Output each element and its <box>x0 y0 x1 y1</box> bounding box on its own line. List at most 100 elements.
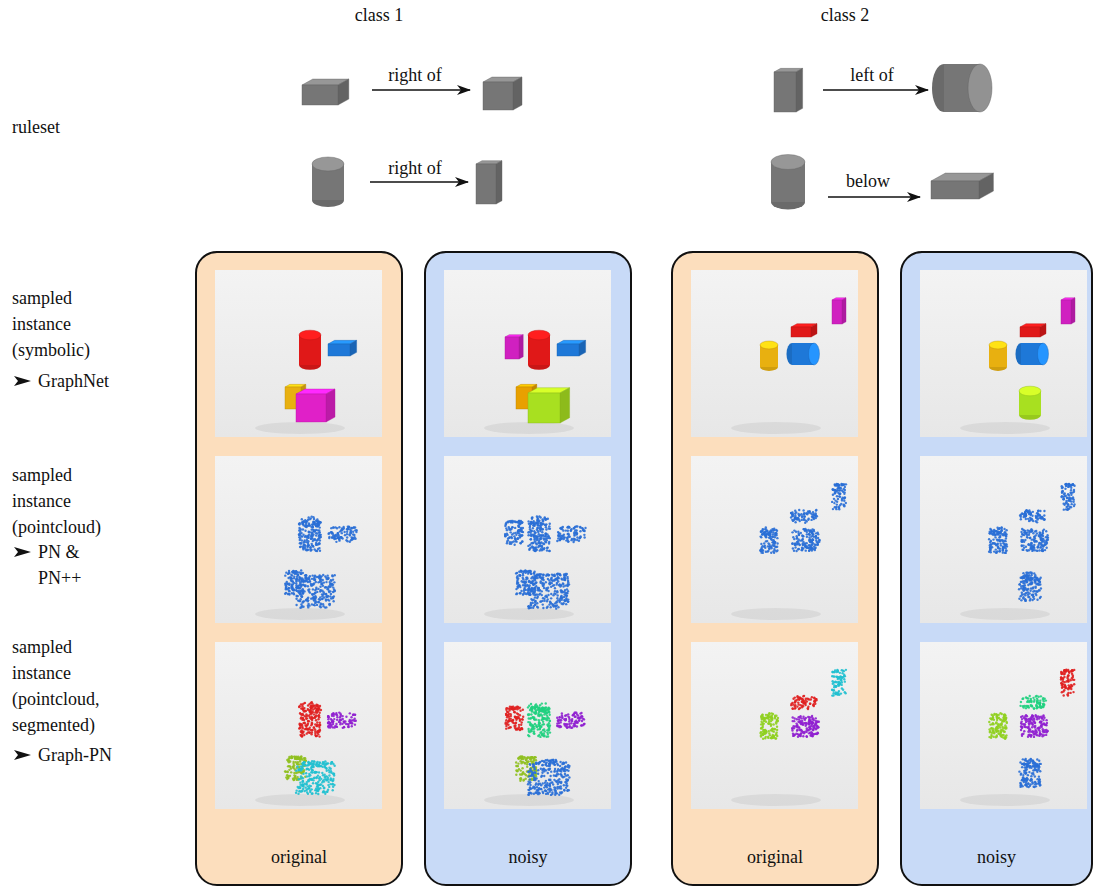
cloud-point <box>533 539 535 541</box>
cloud-point <box>325 599 327 601</box>
cloud-point <box>318 714 320 716</box>
cloud-point <box>338 539 340 541</box>
rule-shape <box>302 79 349 105</box>
cloud-point <box>301 518 303 520</box>
cloud-point <box>352 526 354 528</box>
cloud-point <box>522 577 524 579</box>
cloud-point <box>534 534 536 536</box>
cloud-point <box>534 550 536 552</box>
cloud-point <box>301 713 303 715</box>
cloud-point <box>520 570 522 572</box>
cloud-point <box>532 583 534 585</box>
cloud-point <box>309 791 311 793</box>
cloud-point <box>518 585 520 587</box>
cloud-point <box>319 765 321 767</box>
cloud-point <box>338 721 340 723</box>
cloud-point <box>332 723 334 725</box>
cloud-point <box>288 572 290 574</box>
class-heading: class 1 <box>355 2 404 28</box>
cloud-point <box>335 541 337 543</box>
cloud-point <box>546 546 548 548</box>
cloud-point <box>339 723 341 725</box>
cloud-point <box>300 765 302 767</box>
cylinder-top <box>528 330 550 340</box>
cloud-point <box>310 535 312 537</box>
cloud-point <box>548 541 550 543</box>
cloud-point <box>301 790 303 792</box>
relation-arrow <box>372 89 470 90</box>
cloud-point <box>324 791 326 793</box>
cloud-point <box>542 542 544 544</box>
cloud-point <box>550 597 552 599</box>
cloud-point <box>338 526 340 528</box>
cloud-point <box>556 540 558 542</box>
cloud-point <box>316 730 318 732</box>
cloud-point <box>327 722 329 724</box>
cloud-point <box>315 576 317 578</box>
cloud-point <box>326 791 328 793</box>
shadow <box>255 608 345 620</box>
cloud-point <box>579 535 581 537</box>
cloud-point <box>528 531 530 533</box>
cloud-point <box>305 574 307 576</box>
rule-shape <box>931 173 993 199</box>
cloud-point <box>285 571 287 573</box>
cloud-point <box>328 532 330 534</box>
cloud-point <box>288 593 290 595</box>
cloud-point <box>354 714 356 716</box>
cloud-point <box>300 595 302 597</box>
cloud-point <box>570 539 572 541</box>
cloud-point <box>343 531 345 533</box>
cloud-point <box>524 569 526 571</box>
cloud-point <box>304 786 306 788</box>
cloud-point <box>307 519 309 521</box>
cloud-point <box>522 574 524 576</box>
cloud-point <box>295 571 297 573</box>
cloud-point <box>320 583 322 585</box>
cloud-point <box>545 518 547 520</box>
cloud-point <box>320 709 322 711</box>
cloud-point <box>536 518 538 520</box>
cloud-point <box>331 783 333 785</box>
cloud-point <box>547 535 549 537</box>
cloud-point <box>309 729 311 731</box>
cloud-point <box>312 782 314 784</box>
cloud-point <box>288 572 290 574</box>
cloud-point <box>288 587 290 589</box>
cloud-point <box>579 536 581 538</box>
cloud-point <box>514 521 516 523</box>
cloud-point <box>332 583 334 585</box>
cloud-point <box>539 525 541 527</box>
cloud-point <box>525 572 527 574</box>
cloud-point <box>327 533 329 535</box>
cloud-point <box>298 527 300 529</box>
cloud-point <box>539 538 541 540</box>
cloud-point <box>309 727 311 729</box>
cloud-point <box>296 763 298 765</box>
shadow <box>484 422 574 434</box>
cloud-point <box>521 531 523 533</box>
cloud-point <box>315 714 317 716</box>
cloud-point <box>300 545 302 547</box>
cloud-point <box>328 585 330 587</box>
cloud-point <box>562 538 564 540</box>
cloud-point <box>332 773 334 775</box>
cloud-point <box>514 527 516 529</box>
cloud-point <box>301 580 303 582</box>
cloud-point <box>306 539 308 541</box>
cloud-point <box>315 550 317 552</box>
cloud-point <box>311 764 313 766</box>
cloud-point <box>302 584 304 586</box>
cloud-point <box>331 789 333 791</box>
cloud-point <box>308 531 310 533</box>
cloud-point <box>519 592 521 594</box>
rule-shape <box>771 155 805 210</box>
cloud-point <box>542 574 544 576</box>
cloud-point <box>335 723 337 725</box>
cloud-point <box>295 570 297 572</box>
cloud-point <box>545 523 547 525</box>
cloud-point <box>330 778 332 780</box>
box-front <box>296 394 326 422</box>
cloud-point <box>305 548 307 550</box>
cloud-point <box>521 540 523 542</box>
